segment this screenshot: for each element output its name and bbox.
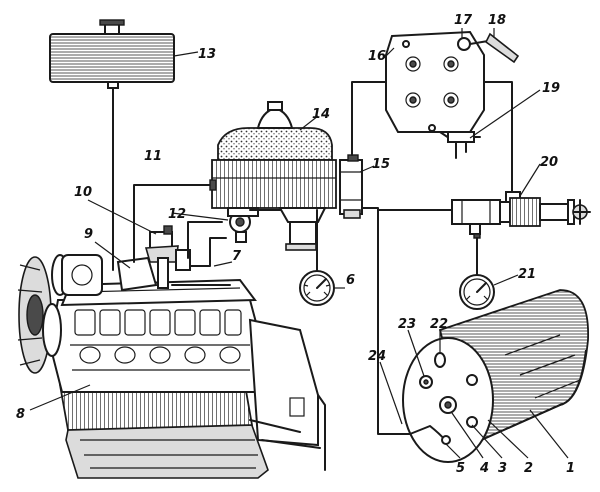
callout-21: 21 xyxy=(518,267,536,282)
reducer xyxy=(209,101,337,251)
pipe-15-16 xyxy=(351,81,393,156)
callout-23: 23 xyxy=(398,317,416,332)
callout-24: 24 xyxy=(368,349,386,364)
callout-13: 13 xyxy=(198,47,216,62)
callout-16: 16 xyxy=(368,49,386,64)
callout-18: 18 xyxy=(488,13,506,28)
callout-labels: 1 2 3 4 5 6 7 8 9 10 11 12 13 14 15 16 1… xyxy=(16,13,575,476)
gas-cylinder xyxy=(402,289,589,463)
pipe-12 xyxy=(187,221,223,259)
filter-15 xyxy=(339,154,363,219)
callout-14: 14 xyxy=(312,107,330,122)
callout-22: 22 xyxy=(430,317,448,332)
callout-7: 7 xyxy=(232,249,242,264)
heater-box xyxy=(49,19,175,89)
main-valve xyxy=(361,191,591,239)
pipe-7 xyxy=(189,237,227,267)
pipe-24 xyxy=(377,209,411,435)
callout-8: 8 xyxy=(16,407,25,422)
callout-3: 3 xyxy=(498,461,507,476)
callout-15: 15 xyxy=(372,157,390,172)
pressure-gauge-6 xyxy=(299,209,335,306)
callout-19: 19 xyxy=(542,81,560,96)
callout-5: 5 xyxy=(456,461,465,476)
valve-block xyxy=(385,30,520,159)
callout-17: 17 xyxy=(454,13,473,28)
pipe-16-20 xyxy=(483,81,513,201)
callout-11: 11 xyxy=(144,149,162,164)
callout-6: 6 xyxy=(346,273,355,288)
callout-1: 1 xyxy=(566,461,575,476)
callout-10: 10 xyxy=(74,185,92,200)
engine-block xyxy=(17,254,326,479)
callout-9: 9 xyxy=(84,227,93,242)
pressure-gauge-21 xyxy=(459,237,495,310)
callout-4: 4 xyxy=(479,461,489,476)
leader-lines xyxy=(29,28,569,459)
callout-20: 20 xyxy=(540,155,558,170)
callout-12: 12 xyxy=(168,207,186,222)
callout-2: 2 xyxy=(524,461,533,476)
